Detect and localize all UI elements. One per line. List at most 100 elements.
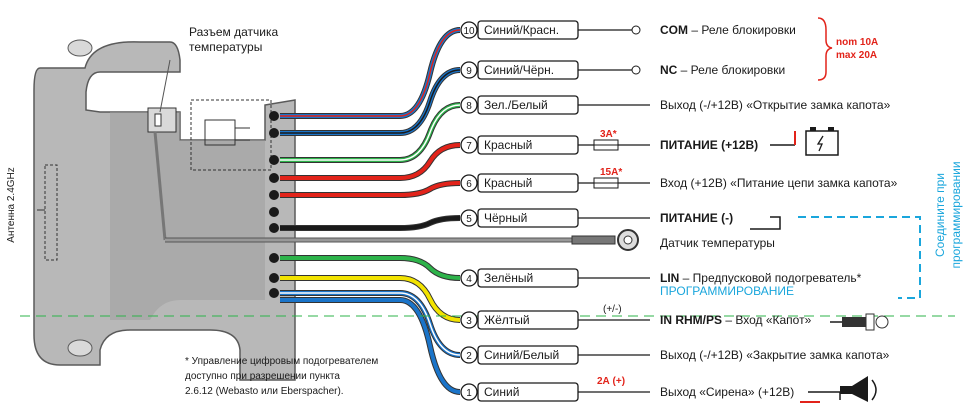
wire-5: [280, 216, 461, 230]
wire-name: Жёлтый: [484, 313, 530, 327]
relay-current-bracket: nom 10A max 20A: [817, 17, 878, 81]
relay-max-label: max 20A: [836, 50, 877, 61]
wire-desc-text: Вход (+12В) «Питание цепи замка капота»: [660, 176, 898, 190]
wire-1: [280, 298, 461, 394]
footnote-line-1: * Управление цифровым подогревателем: [185, 355, 378, 367]
wire-number-circle: [460, 174, 478, 192]
wire-number-circle: [460, 96, 478, 114]
battery-icon: [770, 127, 839, 156]
wire-desc-text: – Вход «Капот»: [722, 313, 812, 327]
wire-stripe: [280, 104, 461, 161]
wire-number: 1: [466, 388, 472, 399]
wire-name: Синий: [484, 385, 519, 399]
wire-prefix: LIN: [660, 271, 679, 285]
temperature-sensor-wire: [165, 229, 639, 251]
footnote-line-2: доступно при разрешении пункта: [185, 371, 340, 382]
wire-description: IN RHM/PS – Вход «Капот»: [660, 313, 812, 327]
wire-number-circle: [460, 21, 478, 39]
wire-number: 9: [466, 66, 472, 77]
wire-number-circle: [460, 346, 478, 364]
connector-pin: [269, 288, 279, 298]
wire-number-circle: [460, 383, 478, 401]
wire-desc-text: Выход (-/+12В) «Открытие замка капота»: [660, 98, 891, 112]
wire-description: Выход «Сирена» (+12В): [660, 385, 794, 399]
connector-pin: [269, 190, 279, 200]
wire-row-9: 9 Синий/Чёрн. NC – Реле блокировки: [460, 60, 785, 80]
wire-number-circle: [460, 209, 478, 227]
connector-pin: [269, 173, 279, 183]
wire-prefix: ПИТАНИЕ (+12В): [660, 138, 758, 152]
programming-label: ПРОГРАММИРОВАНИЕ: [660, 284, 794, 298]
wire-name: Синий/Красн.: [484, 23, 559, 37]
wire-description: Выход (-/+12В) «Закрытие замка капота»: [660, 348, 890, 362]
wire-name: Зелёный: [484, 271, 533, 285]
wire-desc-text: Выход «Сирена» (+12В): [660, 385, 794, 399]
wire-4: [280, 256, 461, 280]
relay-nom-label: nom 10A: [836, 37, 878, 48]
wire-prefix: NC: [660, 63, 678, 77]
wire-stripe: [280, 292, 461, 356]
connector-pin: [269, 155, 279, 165]
wire-desc-text: – Реле блокировки: [688, 23, 796, 37]
terminal-icon: [631, 65, 641, 75]
wire-description: NC – Реле блокировки: [660, 63, 785, 77]
wire-name: Чёрный: [484, 211, 527, 225]
footnote-line-3: 2.6.12 (Webasto или Eberspacher).: [185, 386, 344, 397]
wire-3: [280, 276, 461, 322]
wire-description: Вход (+12В) «Питание цепи замка капота»: [660, 176, 898, 190]
connector-pin: [269, 128, 279, 138]
wire-description: ПИТАНИЕ (+12В): [660, 138, 758, 152]
connector-pins: [269, 111, 279, 298]
wire-description: ПИТАНИЕ (-): [660, 211, 733, 225]
connector-pin: [269, 273, 279, 283]
wire-number-circle: [460, 269, 478, 287]
wire-name: Зел./Белый: [484, 98, 548, 112]
wire-name: Синий/Белый: [484, 348, 559, 362]
wire-row-1: 1 Синий 2А (+) Выход «Сирена» (+12В): [460, 376, 794, 402]
wires-layer: [280, 27, 461, 395]
connect-note-line-1: Соедините при: [933, 173, 947, 257]
wire-7: [280, 143, 461, 180]
wire-number-circle: [460, 311, 478, 329]
wire-number: 6: [466, 179, 472, 190]
wire-row-8: 8 Зел./Белый Выход (-/+12В) «Открытие замк…: [460, 95, 891, 115]
wire-prefix: IN RHM/PS: [660, 313, 722, 327]
wire-outline: [280, 27, 461, 119]
wire-name: Красный: [484, 138, 532, 152]
wire-description: Выход (-/+12В) «Открытие замка капота»: [660, 98, 891, 112]
wire-name: Синий/Чёрн.: [484, 63, 554, 77]
wire-desc-text: – Предпусковой подогреватель*: [679, 271, 861, 285]
connector-pin: [269, 223, 279, 233]
wire-number: 7: [466, 141, 472, 152]
wire-number: 3: [466, 316, 472, 327]
terminal-icon: [631, 25, 641, 35]
wire-number: 4: [466, 274, 472, 285]
wire-number: 10: [463, 26, 475, 37]
fuse-label: 2А (+): [597, 376, 625, 387]
antenna-label: Антенна 2.4GHz: [6, 167, 17, 243]
wire-number: 8: [466, 101, 472, 112]
device-body: [33, 39, 296, 381]
wire-stripe: [280, 69, 461, 134]
connect-note-line-2: программировании: [949, 161, 963, 268]
temp-connector-label-2: температуры: [189, 40, 262, 54]
hood-switch-icon: [830, 313, 889, 331]
wire-row-6: 6 Красный 15А* Вход (+12В) «Питание цепи за…: [460, 167, 898, 193]
wire-stripe: [280, 29, 461, 117]
temp-connector-label-1: Разъем датчика: [189, 25, 279, 39]
connector-pin: [269, 111, 279, 121]
temp-sensor-label: Датчик температуры: [660, 236, 775, 250]
wire-name: Красный: [484, 176, 532, 190]
wire-row-4: 4 Зелёный LIN – Предпусковой подогреватель…: [460, 268, 862, 298]
wire-desc-text: Выход (-/+12В) «Закрытие замка капота»: [660, 348, 890, 362]
wire-number-circle: [460, 61, 478, 79]
connector-pin: [269, 207, 279, 217]
fuse-label: 15А*: [600, 167, 622, 178]
